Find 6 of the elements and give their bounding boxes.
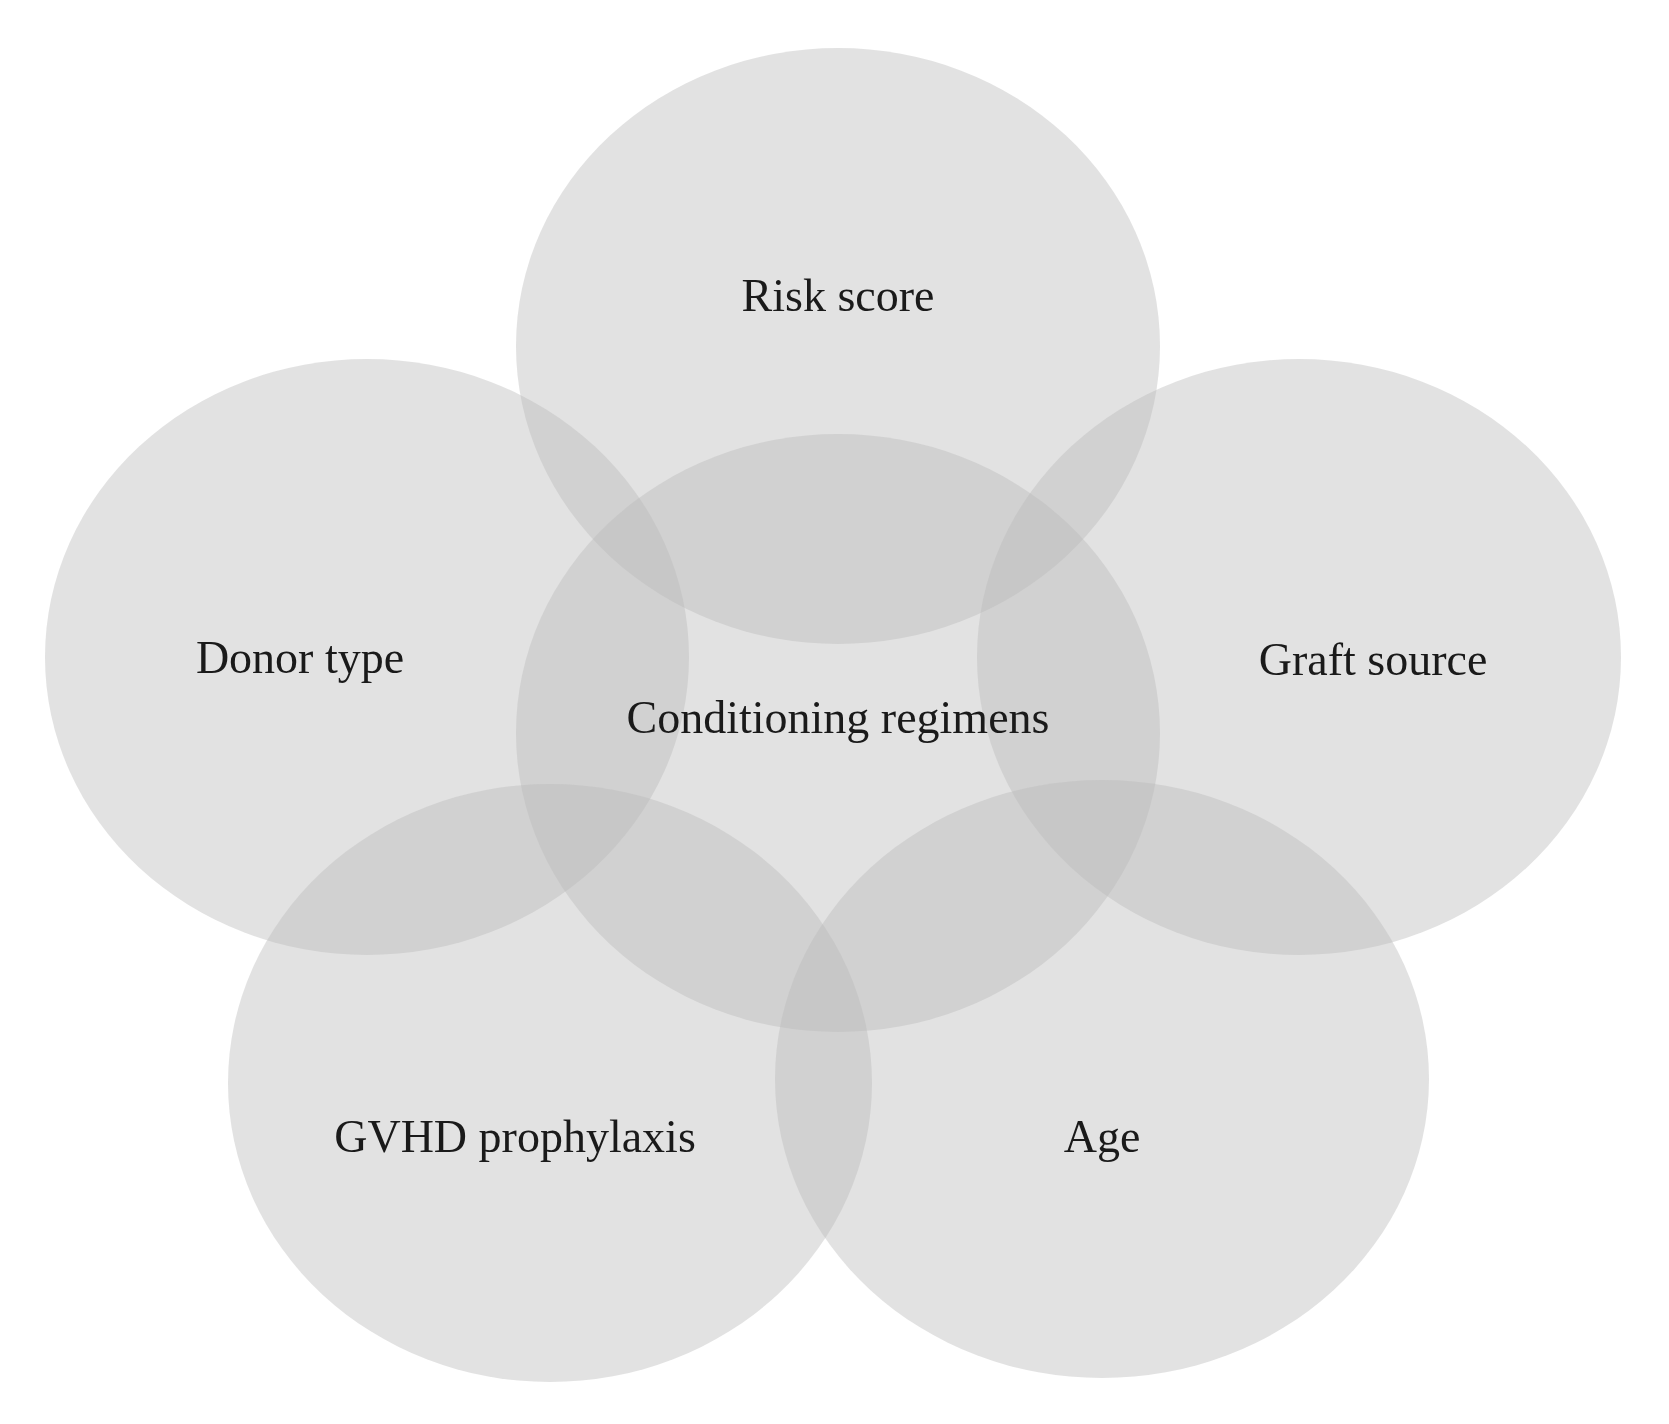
ellipse-label: Conditioning regimens [626,695,1050,741]
ellipse-label: Graft source [1258,637,1488,683]
ellipse-label: GVHD prophylaxis [334,1114,696,1160]
ellipse-label: Age [1063,1114,1141,1160]
ellipse-label: Donor type [195,635,405,681]
ellipse-label: Risk score [741,273,935,319]
